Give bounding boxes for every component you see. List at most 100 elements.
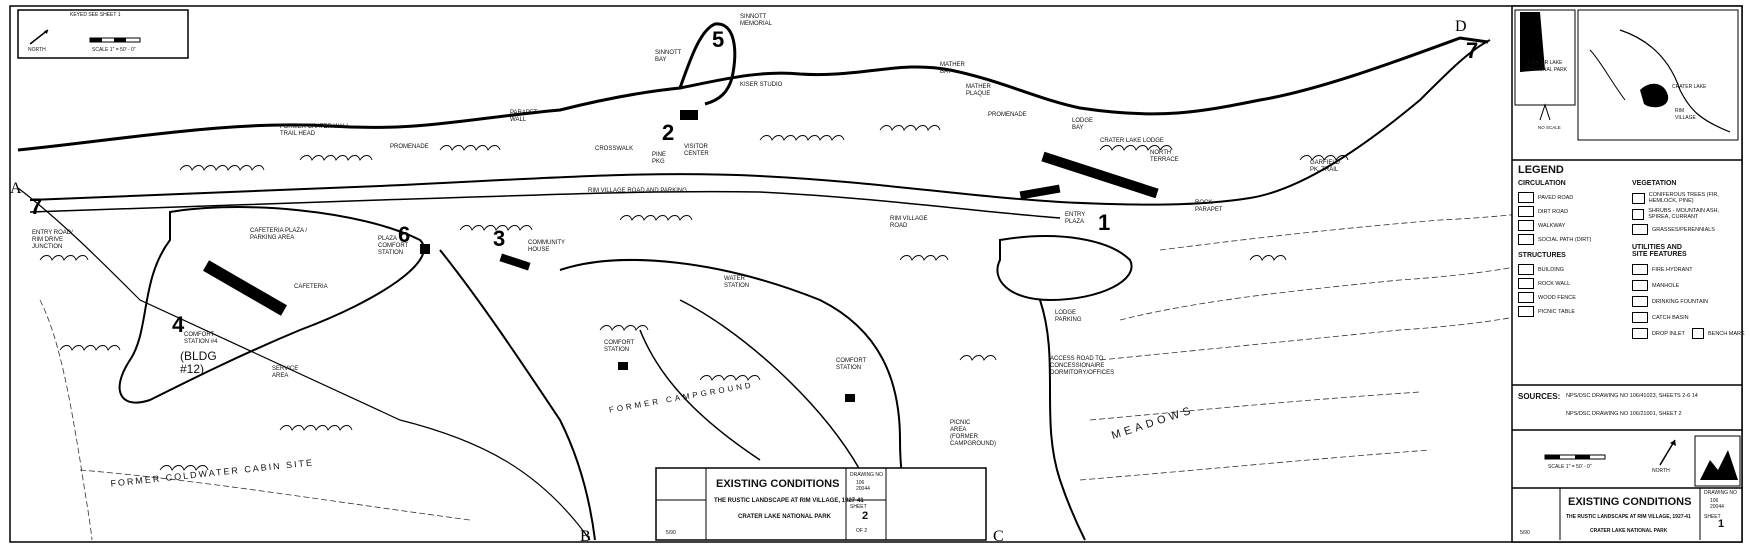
- key-box-north: NORTH: [28, 47, 46, 53]
- legend-circulation-heading: CIRCULATION: [1518, 180, 1566, 187]
- sources-heading: SOURCES:: [1518, 392, 1561, 401]
- lodge-building: [1041, 151, 1159, 199]
- sources-line: NPS/DSC DRAWING NO 106/21001, SHEET 2: [1566, 411, 1682, 417]
- walkway-symbol: [1518, 220, 1534, 231]
- community-house-building: [499, 253, 531, 271]
- coniferous-trees-symbol: [1632, 192, 1645, 204]
- legend-item: BENCH MARK: [1692, 328, 1745, 339]
- center-sheet-number: 2: [862, 510, 869, 522]
- section-letter-c: C: [993, 528, 1004, 545]
- center-park: CRATER LAKE NATIONAL PARK: [738, 514, 831, 520]
- locator-rim-village-label: RIM VILLAGE: [1675, 108, 1696, 121]
- building-symbol: [1518, 264, 1534, 275]
- site-number-4: 4: [172, 312, 185, 337]
- label-north-terrace: NORTH TERRACE: [1150, 150, 1179, 163]
- label-sinnott-bay: SINNOTT BAY: [655, 50, 682, 63]
- right-drawing-no: 106 20044: [1710, 498, 1724, 510]
- center-subtitle: THE RUSTIC LANDSCAPE AT RIM VILLAGE, 192…: [714, 498, 864, 504]
- rim-village-road: [29, 173, 1251, 206]
- label-comfort-station-a: COMFORT STATION: [604, 340, 635, 353]
- legend-vegetation-heading: VEGETATION: [1632, 180, 1677, 187]
- legend-item: ROCK WALL: [1518, 278, 1570, 289]
- road-to-b: [439, 249, 596, 541]
- right-park: CRATER LAKE NATIONAL PARK: [1590, 528, 1668, 534]
- legend-item: GRASSES/PERENNIALS: [1632, 224, 1738, 235]
- label-plaza-comfort-station: PLAZA COMFORT STATION: [378, 236, 409, 256]
- legend-structures-heading: STRUCTURES: [1518, 252, 1566, 259]
- label-cafeteria-plaza: CAFETERIA PLAZA / PARKING AREA: [250, 228, 308, 241]
- legend-item: MANHOLE: [1632, 280, 1679, 291]
- legend-item: WALKWAY: [1518, 220, 1565, 231]
- label-community-house: COMMUNITY HOUSE: [528, 240, 565, 253]
- right-sheet-label: SHEET: [1704, 514, 1721, 520]
- label-comfort-station-4: COMFORT STATION #4: [184, 332, 218, 345]
- locator-crater-lake-label: CRATER LAKE: [1672, 84, 1707, 90]
- site-number-7-east: 7: [1466, 38, 1479, 63]
- label-entry-road: ENTRY ROAD/ RIM DRIVE JUNCTION: [32, 230, 73, 250]
- site-number-5: 5: [712, 27, 725, 52]
- label-pine-pkg: PINE PKG: [652, 152, 667, 165]
- label-sinnott-memorial: SINNOTT MEMORIAL: [740, 14, 773, 27]
- paved-road-symbol: [1518, 192, 1534, 203]
- legend-item: DRINKING FOUNTAIN: [1632, 296, 1708, 307]
- right-drawing-no-label: DRAWING NO: [1704, 490, 1737, 496]
- locator-park-label: CRATER LAKE NATIONAL PARK: [1528, 60, 1568, 73]
- lodge-loop: [996, 235, 1133, 302]
- label-service-area: SERVICE AREA: [272, 366, 299, 379]
- legend-item: CONIFEROUS TREES (FIR, HEMLOCK, PINE): [1632, 192, 1738, 204]
- label-crater-lake-lodge: CRATER LAKE LODGE: [1100, 138, 1164, 144]
- center-title: EXISTING CONDITIONS: [716, 478, 840, 490]
- legend-item: PAVED ROAD: [1518, 192, 1573, 203]
- key-box-scale: SCALE 1" = 50' - 0": [92, 47, 136, 53]
- label-lodge-parking: LODGE PARKING: [1055, 310, 1082, 323]
- grasses-symbol: [1632, 224, 1648, 235]
- right-title: EXISTING CONDITIONS: [1568, 496, 1692, 508]
- label-former-crater-wall: FORMER CRATER WALL TRAIL HEAD: [280, 124, 350, 137]
- label-entry-plaza: ENTRY PLAZA: [1065, 212, 1086, 225]
- legend-item: SHRUBS - MOUNTAIN ASH, SPIREA, CURRANT: [1632, 208, 1738, 220]
- legend-item: PICNIC TABLE: [1518, 306, 1575, 317]
- label-water-station: WATER STATION: [724, 276, 750, 289]
- key-box-title: KEYED SEE SHEET 1: [70, 12, 121, 18]
- shrubs-symbol: [1632, 208, 1645, 220]
- access-road: [1039, 299, 1086, 541]
- bench-mark-symbol: [1692, 328, 1704, 339]
- right-sheet-number: 1: [1718, 518, 1725, 530]
- label-mather-plaque: MATHER PLAQUE: [966, 84, 991, 97]
- legend-item: DIRT ROAD: [1518, 206, 1568, 217]
- section-letter-a: A: [10, 180, 22, 197]
- legend-utilities-heading: UTILITIES AND SITE FEATURES: [1632, 244, 1687, 258]
- label-bldg-note: (BLDG #12): [180, 349, 217, 376]
- site-number-7-west: 7: [30, 194, 43, 219]
- legend-item: FIRE HYDRANT: [1632, 264, 1693, 275]
- center-sheet-label: SHEET: [850, 504, 867, 510]
- label-comfort-station-b: COMFORT STATION: [836, 358, 867, 371]
- manhole-symbol: [1632, 280, 1648, 291]
- label-parapet-wall: PARAPET WALL: [510, 110, 538, 123]
- label-crosswalk: CROSSWALK: [595, 146, 634, 152]
- social-path-symbol: [1518, 234, 1534, 245]
- legend-item: SOCIAL PATH (DIRT): [1518, 234, 1591, 245]
- site-number-2: 2: [662, 120, 675, 145]
- cafeteria-parking-loop: [118, 206, 425, 404]
- crater-rim-line: [17, 36, 1489, 152]
- right-subtitle: THE RUSTIC LANDSCAPE AT RIM VILLAGE, 192…: [1566, 514, 1691, 520]
- center-drawing-no-label: DRAWING NO: [850, 472, 883, 478]
- label-lodge-bay: LODGE BAY: [1072, 118, 1094, 131]
- site-number-3: 3: [493, 226, 506, 251]
- drinking-fountain-symbol: [1632, 296, 1648, 307]
- label-rim-village-road: RIM VILLAGE ROAD: [890, 216, 928, 229]
- rock-wall-symbol: [1518, 278, 1534, 289]
- right-date: 5/90: [1520, 530, 1530, 536]
- center-drawing-no: 106 20044: [856, 480, 870, 492]
- section-letter-b: B: [580, 528, 591, 545]
- label-rock-parapet: ROCK PARAPET: [1195, 200, 1223, 213]
- site-number-6: 6: [398, 222, 411, 247]
- legend-item: DROP INLET: [1632, 328, 1685, 339]
- label-promenade-west: PROMENADE: [390, 144, 429, 150]
- section-letter-d: D: [1455, 18, 1467, 35]
- label-mather-bay: MATHER BAY: [940, 62, 965, 75]
- legend-item: BUILDING: [1518, 264, 1564, 275]
